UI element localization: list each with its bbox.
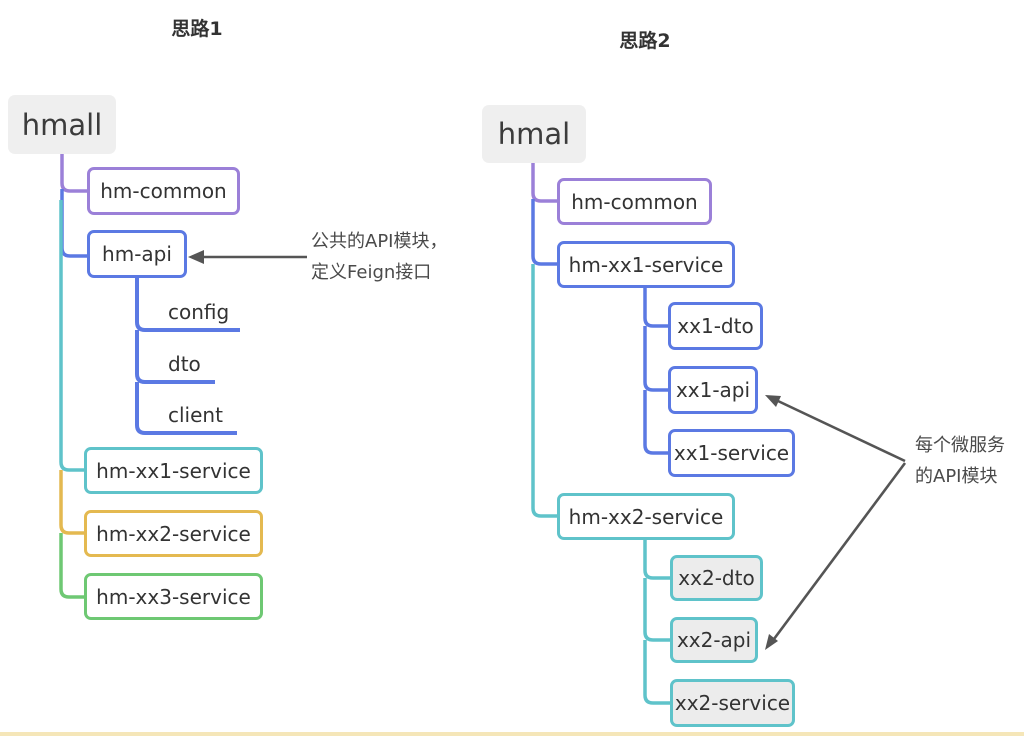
left-annotation-line2: 定义Feign接口 — [311, 262, 432, 283]
right-branch-xx1-line — [531, 199, 558, 266]
right-annotation-arrows — [765, 395, 907, 650]
bottom-divider-rule — [0, 732, 1024, 736]
right-node-xx1-service: xx1-service — [668, 429, 795, 477]
right-xx1-service-line — [643, 390, 669, 455]
right-annotation-line1: 每个微服务 — [915, 435, 1005, 456]
right-xx2-service-line — [643, 640, 671, 705]
left-node-config: config — [168, 300, 230, 324]
right-node-hm-common: hm-common — [557, 178, 712, 225]
left-node-hm-xx1-service: hm-xx1-service — [84, 447, 263, 494]
left-annotation: 公共的API模块， 定义Feign接口 — [311, 226, 447, 288]
left-branch-xx3-line — [59, 533, 86, 599]
right-xx1-api-line — [643, 326, 669, 392]
left-node-hm-common: hm-common — [87, 167, 240, 215]
left-branch-xx2-line — [59, 470, 86, 535]
right-xx2-api-line — [643, 578, 671, 642]
right-branch-xx2-line — [531, 264, 558, 518]
left-root-node-hmall: hmall — [8, 95, 116, 154]
right-node-xx1-dto: xx1-dto — [668, 302, 763, 350]
right-xx2-dto-line — [643, 540, 671, 580]
left-node-hm-api: hm-api — [87, 230, 187, 278]
left-node-dto: dto — [168, 352, 201, 376]
left-annotation-line1: 公共的API模块， — [311, 231, 448, 252]
left-branch-xx1-line — [59, 200, 86, 472]
right-annotation-line2: 的API模块 — [915, 466, 998, 487]
right-root-node-hmal: hmal — [482, 105, 586, 163]
right-xx1-dto-line — [643, 288, 669, 328]
right-node-xx1-api: xx1-api — [668, 366, 758, 414]
left-dto-line — [135, 330, 215, 384]
left-client-line — [135, 382, 237, 435]
right-node-xx2-dto: xx2-dto — [670, 555, 763, 601]
right-node-xx2-service: xx2-service — [670, 679, 795, 727]
left-node-hm-xx3-service: hm-xx3-service — [84, 573, 263, 620]
left-branch-hm-api-line — [60, 189, 88, 258]
left-config-line — [135, 277, 240, 332]
right-node-hm-xx1-service: hm-xx1-service — [557, 241, 735, 288]
right-tree-title: 思路2 — [619, 30, 671, 52]
left-node-hm-xx2-service: hm-xx2-service — [84, 510, 263, 557]
left-branch-hm-common-line — [60, 154, 88, 193]
right-annotation: 每个微服务 的API模块 — [915, 430, 1005, 492]
left-annotation-arrow — [188, 250, 307, 264]
left-node-client: client — [168, 403, 223, 427]
right-branch-hm-common-line — [531, 163, 558, 203]
right-node-hm-xx2-service: hm-xx2-service — [557, 493, 735, 540]
right-node-xx2-api: xx2-api — [670, 617, 758, 663]
left-tree-title: 思路1 — [171, 18, 223, 40]
